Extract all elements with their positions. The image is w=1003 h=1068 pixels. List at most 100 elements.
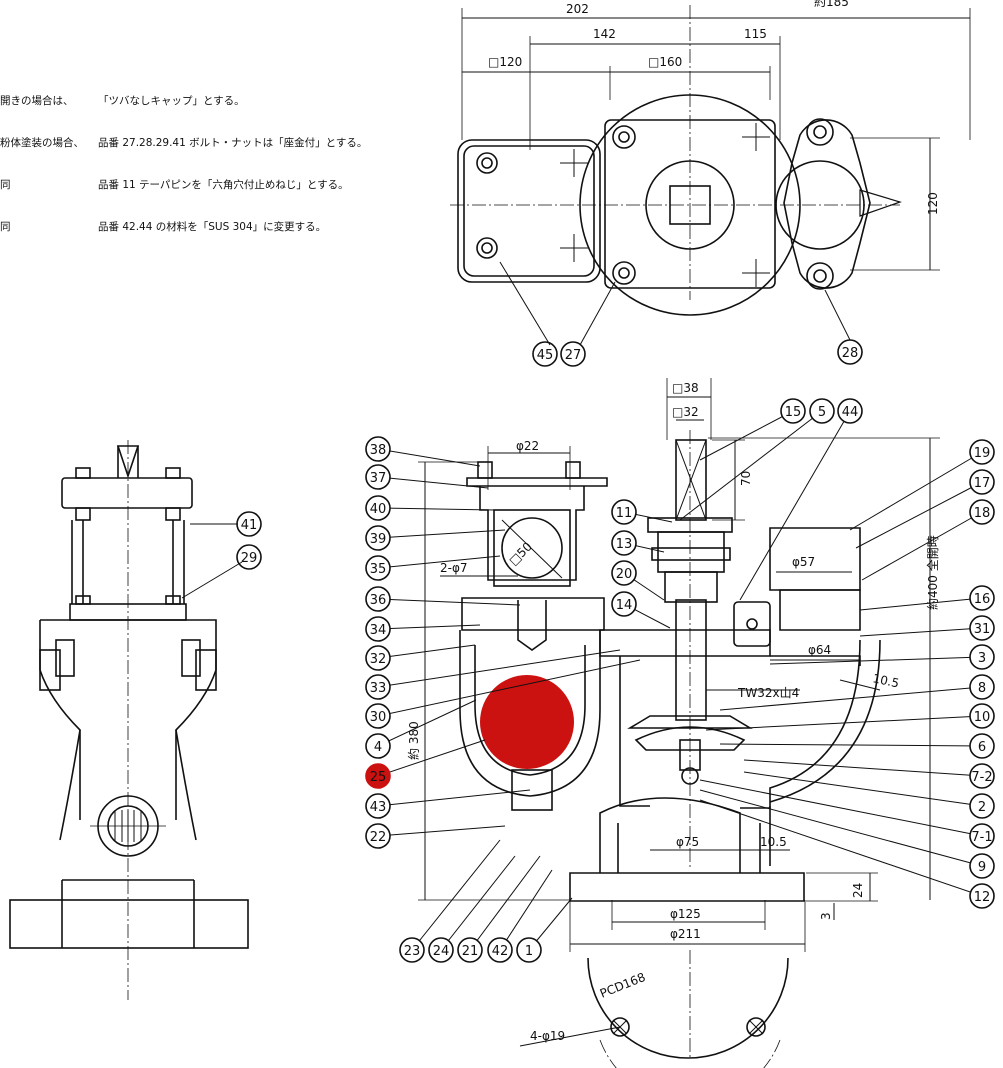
svg-text:41: 41: [241, 518, 258, 533]
svg-text:43: 43: [370, 800, 387, 815]
balloon-4: 4: [365, 733, 391, 759]
balloon-24: 24: [428, 937, 454, 963]
leader-line: [859, 597, 983, 611]
leader-line: [377, 476, 489, 489]
dim-160-square: □160: [648, 55, 682, 69]
dim-10-5-a: 10.5: [871, 671, 900, 690]
highlight-marker: [480, 675, 574, 769]
balloon-32: 32: [365, 645, 391, 671]
note-text: 品番 42.44 の材料を「SUS 304」に変更する。: [98, 221, 327, 233]
svg-text:3: 3: [978, 651, 986, 666]
svg-text:14: 14: [616, 598, 633, 613]
leader-line: [855, 481, 983, 549]
svg-text:44: 44: [842, 405, 859, 420]
svg-text:38: 38: [370, 443, 387, 458]
leader-line: [469, 855, 541, 951]
balloon-8: 8: [969, 674, 995, 700]
leader-line: [499, 869, 553, 951]
note-line: 粉体塗装の場合、品番 27.28.29.41 ボルト・ナットは「座金付」とする。: [0, 136, 367, 150]
leader-line: [440, 855, 516, 951]
note-text: 「ツバなしキャップ」とする。: [98, 95, 245, 107]
balloon-43: 43: [365, 793, 391, 819]
note-text: 品番 27.28.29.41 ボルト・ナットは「座金付」とする。: [98, 137, 368, 149]
dim-70: 70: [739, 471, 753, 486]
side-view: 41 29: [9, 440, 262, 1000]
svg-text:29: 29: [241, 551, 258, 566]
svg-text:32: 32: [370, 652, 387, 667]
dim-phi211: φ211: [670, 927, 701, 941]
dim-phi64: φ64: [808, 643, 831, 657]
svg-text:9: 9: [978, 860, 986, 875]
balloon-12: 12: [969, 883, 995, 909]
dim-24: 24: [851, 883, 865, 898]
balloon-6: 6: [969, 733, 995, 759]
svg-text:42: 42: [492, 944, 509, 959]
svg-text:30: 30: [370, 710, 387, 725]
svg-text:23: 23: [404, 944, 421, 959]
dim-2-phi7: 2-φ7: [440, 561, 468, 575]
balloon-36: 36: [365, 586, 391, 612]
leader-line: [377, 598, 521, 606]
dim-400: 約400 全開時: [925, 535, 940, 610]
balloon-29: 29: [236, 544, 262, 570]
leader-line: [719, 686, 983, 711]
svg-text:40: 40: [370, 502, 387, 517]
dim-50-square: □50: [506, 539, 535, 568]
top-view: 202 約185 142 115 □120 □160 120: [450, 0, 971, 367]
svg-text:31: 31: [974, 622, 991, 637]
dim-tw32: TW32x山4: [737, 686, 799, 700]
balloon-38: 38: [365, 436, 391, 462]
leader-line: [769, 656, 983, 665]
svg-text:24: 24: [433, 944, 450, 959]
balloon-31: 31: [969, 615, 995, 641]
dim-pcd168: PCD168: [598, 970, 648, 1001]
leader-line: [377, 649, 621, 688]
balloon-14: 14: [611, 591, 637, 617]
balloon-25: 25: [365, 763, 391, 789]
svg-text:4: 4: [374, 740, 382, 755]
svg-text:16: 16: [974, 592, 991, 607]
leader-line: [377, 825, 506, 837]
leader-line: [699, 789, 983, 867]
balloon-44: 44: [837, 398, 863, 424]
balloon-7-2: 7-2: [969, 763, 995, 789]
leader-line: [411, 839, 501, 951]
svg-text:45: 45: [537, 348, 554, 363]
leader-line: [861, 511, 983, 581]
svg-text:18: 18: [974, 506, 991, 521]
balloon-34: 34: [365, 616, 391, 642]
note-label: 同: [0, 221, 11, 233]
svg-text:35: 35: [370, 562, 387, 577]
svg-text:21: 21: [462, 944, 479, 959]
dim-115: 115: [744, 27, 767, 41]
front-view: □38 □32 70 □50 φ22 2-φ7: [365, 378, 995, 1068]
svg-text:7-2: 7-2: [971, 770, 992, 785]
balloon-30: 30: [365, 703, 391, 729]
dim-38-square: □38: [672, 381, 699, 395]
balloon-42: 42: [487, 937, 513, 963]
balloon-40: 40: [365, 495, 391, 521]
dim-185: 約185: [814, 0, 849, 9]
dim-10-5-b: 10.5: [760, 835, 787, 849]
svg-text:5: 5: [818, 405, 826, 420]
note-label: 開きの場合は、: [0, 95, 74, 107]
leader-line: [377, 789, 531, 807]
balloon-16: 16: [969, 585, 995, 611]
svg-text:33: 33: [370, 681, 387, 696]
svg-text:1: 1: [525, 944, 533, 959]
note-label: 同: [0, 179, 11, 191]
balloon-11: 11: [611, 499, 637, 525]
leader-line: [699, 410, 794, 461]
leader-line: [699, 779, 983, 837]
dim-120: 120: [926, 192, 940, 215]
balloon-35: 35: [365, 555, 391, 581]
dim-4-phi19: 4-φ19: [530, 1029, 565, 1043]
dim-phi22: φ22: [516, 439, 539, 453]
svg-text:6: 6: [978, 740, 986, 755]
svg-text:34: 34: [370, 623, 387, 638]
note-text: 品番 11 テーパピンを「六角穴付止めねじ」とする。: [98, 179, 349, 191]
svg-text:13: 13: [616, 537, 633, 552]
leader-line: [739, 410, 851, 601]
